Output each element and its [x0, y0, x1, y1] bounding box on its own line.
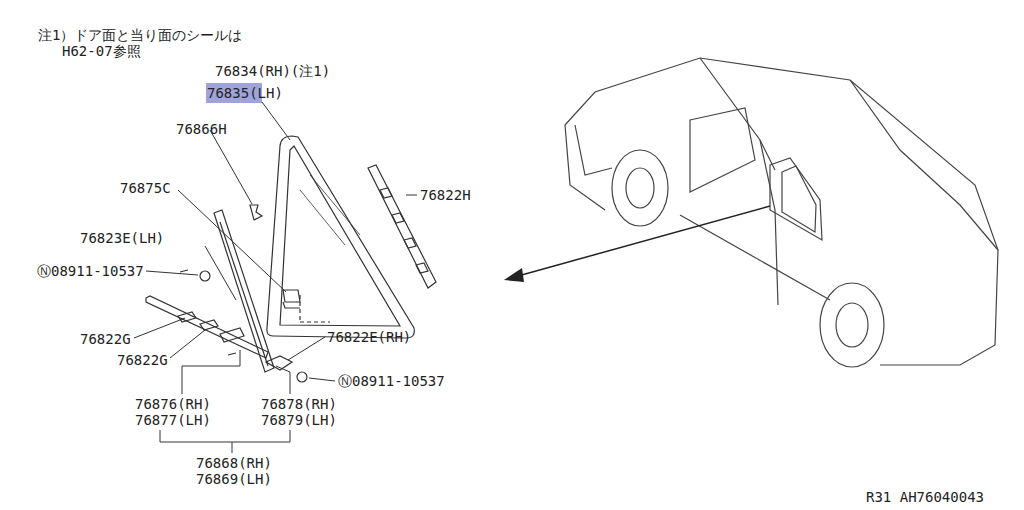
part-number: 76866H [176, 121, 227, 137]
part-number: 76822H [420, 187, 471, 203]
part-number: Ⓝ08911-10537 [338, 373, 445, 389]
part-number: 76835(LH) [207, 85, 283, 101]
car-outline [565, 58, 998, 367]
part-number: 76822G [117, 352, 168, 368]
part-number: 76834(RH)(注1) [215, 63, 330, 79]
part-number: 76879(LH) [261, 412, 337, 428]
part-number: 76822E(RH) [327, 329, 411, 345]
part-number: 76823E(LH) [80, 230, 164, 246]
leader-lines [134, 102, 417, 453]
note-text: H62-07参照 [62, 43, 141, 59]
part-number: 76877(LH) [135, 412, 211, 428]
pointer-arrow [504, 206, 770, 282]
part-number: Ⓝ08911-10537 [37, 263, 144, 279]
part-number: 76868(RH) [196, 455, 272, 471]
part-number: 76822G [80, 331, 131, 347]
diagram-code: R31 AH76040043 [866, 489, 984, 505]
quarter-glass [250, 136, 414, 338]
moulding-strip [368, 165, 436, 288]
note-text: 注1）ドア面と当り面のシールは [38, 27, 242, 43]
part-number: 76869(LH) [196, 471, 272, 487]
part-number: 76876(RH) [135, 396, 211, 412]
part-number: 76878(RH) [261, 396, 337, 412]
part-number: 76875C [120, 180, 171, 196]
